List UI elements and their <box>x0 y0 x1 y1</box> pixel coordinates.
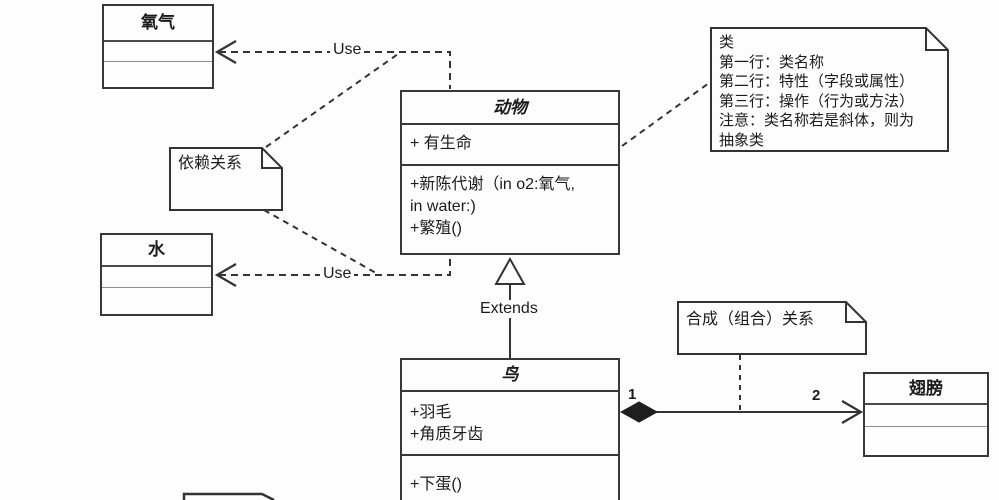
operation-line: +下蛋() <box>410 476 463 493</box>
clipped-note-shape <box>182 492 275 500</box>
legend-line: 类 <box>719 34 735 51</box>
class-box-bird: 鸟 +羽毛 +角质牙齿 +下蛋() <box>400 358 620 500</box>
use-label-oxygen: Use <box>330 41 365 59</box>
class-attributes-water-empty <box>102 267 211 288</box>
legend-line: 第二行：特性（字段或属性） <box>719 73 915 90</box>
dependency-note-text: 依赖关系 <box>178 155 243 172</box>
dependency-note-anchor-bottom <box>263 209 377 274</box>
class-box-water: 水 <box>100 233 213 316</box>
operation-line: in water:) <box>410 198 476 215</box>
open-arrowhead-water-icon <box>214 263 237 287</box>
class-attributes-oxygen-empty <box>104 42 212 62</box>
class-title-oxygen: 氧气 <box>104 6 212 42</box>
class-operations-bird: +下蛋() <box>402 456 618 496</box>
class-attributes-animal: + 有生命 <box>402 125 618 166</box>
attribute-line: +角质牙齿 <box>410 426 484 443</box>
multiplicity-label-bird: 1 <box>628 386 637 403</box>
class-box-wings: 翅膀 <box>863 372 989 457</box>
legend-line: 注意：类名称若是斜体，则为 <box>719 112 915 129</box>
use-label-water: Use <box>320 265 355 283</box>
class-title-water: 水 <box>102 235 211 267</box>
class-legend-note-text: 类 第一行：类名称 第二行：特性（字段或属性） 第三行：操作（行为或方法） 注意… <box>719 33 914 150</box>
attribute-line: + 有生命 <box>410 135 472 152</box>
attribute-line: +羽毛 <box>410 404 452 421</box>
class-operations-animal: +新陈代谢（in o2:氧气, in water:) +繁殖() <box>402 166 618 240</box>
composition-note-text: 合成（组合）关系 <box>686 311 815 328</box>
class-title-wings: 翅膀 <box>865 374 987 405</box>
class-box-animal: 动物 + 有生命 +新陈代谢（in o2:氧气, in water:) +繁殖(… <box>400 90 620 255</box>
legend-line: 抽象类 <box>719 131 765 149</box>
class-box-oxygen: 氧气 <box>102 4 214 89</box>
multiplicity-label-wings: 2 <box>812 387 821 404</box>
legend-line: 第三行：操作（行为或方法） <box>719 92 915 110</box>
class-title-bird: 鸟 <box>402 360 618 392</box>
open-arrowhead-oxygen-icon <box>214 40 237 64</box>
class-legend-note-anchor <box>621 82 710 147</box>
extends-label: Extends <box>477 300 541 318</box>
class-title-animal: 动物 <box>402 92 618 125</box>
operation-line: +繁殖() <box>410 220 463 237</box>
operation-line: +新陈代谢（in o2:氧气, <box>410 176 575 193</box>
class-attributes-wings-empty <box>865 405 987 427</box>
filled-diamond-icon <box>619 401 659 423</box>
dependency-note-anchor-top <box>265 53 399 148</box>
hollow-triangle-arrowhead-icon <box>494 256 526 285</box>
class-attributes-bird: +羽毛 +角质牙齿 <box>402 392 618 456</box>
open-arrowhead-wings-icon <box>841 400 864 424</box>
legend-line: 第一行：类名称 <box>719 53 825 71</box>
